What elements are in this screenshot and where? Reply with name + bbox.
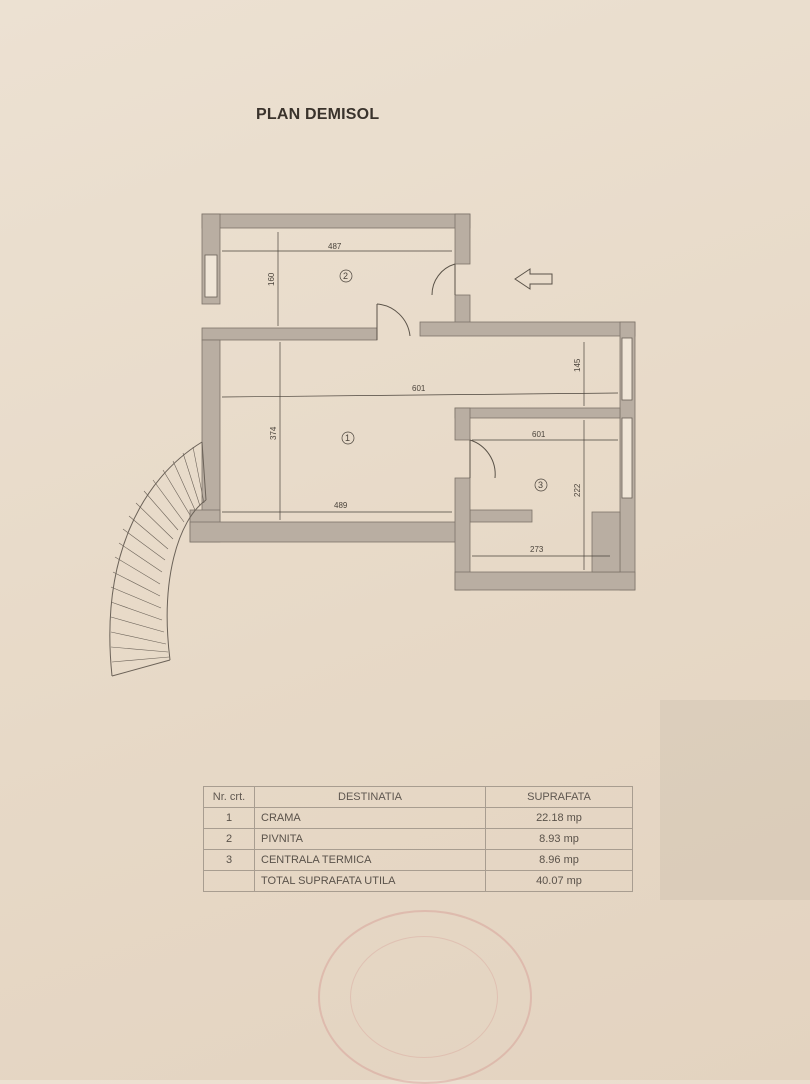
wall-top: [201, 213, 471, 229]
wall-room3-left-upper: [454, 407, 471, 441]
room-number-2: 2: [343, 271, 348, 281]
row-nr: 1: [203, 807, 255, 829]
room-number-circle-1: [341, 431, 355, 445]
table-row: 3 CENTRALA TERMICA 8.96 mp: [203, 849, 633, 871]
stair-bottom-edge: [111, 659, 171, 677]
room-number-circle-3: [534, 478, 548, 492]
table-total-row: TOTAL SUPRAFATA UTILA 40.07 mp: [203, 870, 633, 892]
window-room1: [621, 337, 633, 401]
stair-outer-edge: [109, 441, 203, 677]
entrance-arrow-icon: [514, 268, 553, 290]
row-suprafata: 8.96 mp: [485, 849, 633, 871]
door-arc-room1: [376, 303, 411, 337]
dim-label-273: 273: [530, 545, 544, 554]
row-suprafata: 8.93 mp: [485, 828, 633, 850]
row-destinatia: CENTRALA TERMICA: [254, 849, 486, 871]
total-nr: [203, 870, 255, 892]
dim-label-601-inner: 601: [532, 430, 546, 439]
stamp: [318, 910, 532, 1084]
row-destinatia: PIVNITA: [254, 828, 486, 850]
dim-label-222: 222: [573, 483, 582, 497]
header-nr: Nr. crt.: [203, 786, 255, 808]
wall-room3-bottom: [454, 571, 636, 591]
paper-shadow: [660, 700, 810, 900]
dim-label-487: 487: [328, 242, 342, 251]
wall-right-upper: [454, 213, 471, 265]
wall-partition-left: [201, 327, 378, 341]
stamp-inner-ring: [350, 936, 498, 1058]
window-room2: [204, 254, 218, 298]
stair-inner-edge: [166, 499, 207, 661]
total-destinatia: TOTAL SUPRAFATA UTILA: [254, 870, 486, 892]
header-suprafata: SUPRAFATA: [485, 786, 633, 808]
dim-label-601-top: 601: [412, 384, 426, 393]
dim-label-145: 145: [573, 358, 582, 372]
room-number-1: 1: [345, 433, 350, 443]
surface-table: Nr. crt. DESTINATIA SUPRAFATA 1 CRAMA 22…: [203, 786, 633, 892]
wall-room3-top: [454, 407, 621, 419]
header-destinatia: DESTINATIA: [254, 786, 486, 808]
dim-label-489: 489: [334, 501, 348, 510]
row-nr: 2: [203, 828, 255, 850]
room-number-3: 3: [538, 480, 543, 490]
table-header-row: Nr. crt. DESTINATIA SUPRAFATA: [203, 786, 633, 808]
door-arc-room3: [469, 439, 496, 479]
table-row: 1 CRAMA 22.18 mp: [203, 807, 633, 829]
stair-top-edge: [201, 441, 207, 501]
table-row: 2 PIVNITA 8.93 mp: [203, 828, 633, 850]
wall-bottom: [189, 521, 461, 543]
wall-room3-corner: [591, 511, 621, 573]
window-room3: [621, 417, 633, 499]
row-nr: 3: [203, 849, 255, 871]
dim-label-160: 160: [267, 272, 276, 286]
total-suprafata: 40.07 mp: [485, 870, 633, 892]
row-destinatia: CRAMA: [254, 807, 486, 829]
wall-bottom-stub: [469, 509, 533, 523]
row-suprafata: 22.18 mp: [485, 807, 633, 829]
room-number-circle-2: [339, 269, 353, 283]
page-title: PLAN DEMISOL: [256, 106, 380, 123]
door-arc-room2: [431, 263, 456, 296]
stair: [109, 441, 207, 677]
wall-partition-right: [419, 321, 636, 337]
dim-label-374: 374: [269, 426, 278, 440]
dim-line-601-top: [221, 392, 619, 398]
